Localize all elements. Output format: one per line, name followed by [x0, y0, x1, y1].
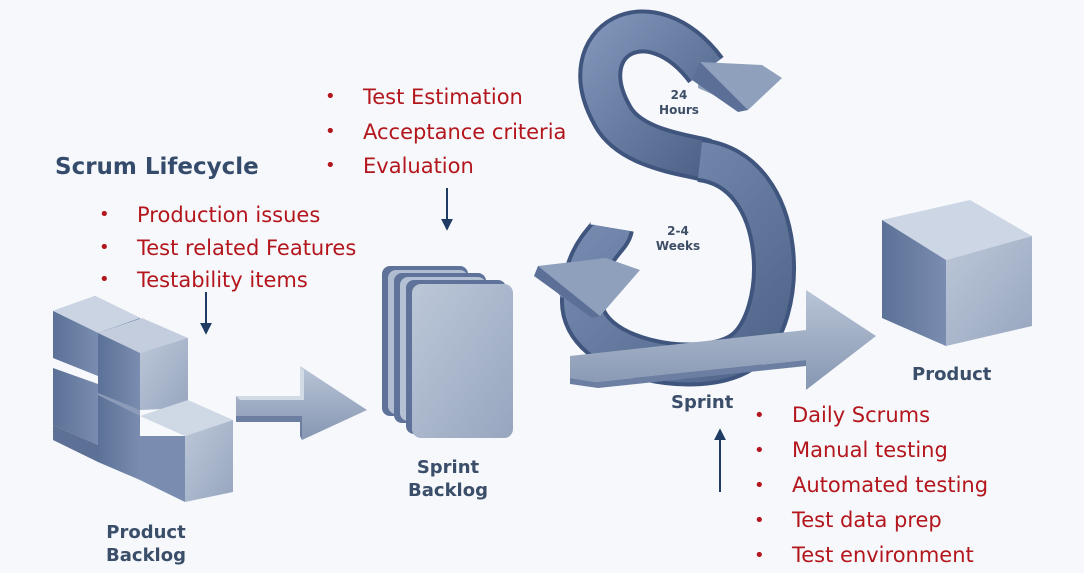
list-item: Daily Scrums	[754, 398, 988, 433]
list-item: Acceptance criteria	[325, 115, 566, 150]
list-item: Test data prep	[754, 503, 988, 538]
sprint-label: Sprint	[671, 392, 733, 413]
hours-label: 24 Hours	[655, 88, 703, 118]
sprint-activities-list: Daily Scrums Manual testing Automated te…	[754, 398, 988, 573]
product-backlog-label: Product Backlog	[98, 521, 194, 567]
list-item: Test Estimation	[325, 80, 566, 115]
diagram-title: Scrum Lifecycle	[55, 154, 259, 180]
list-item: Test environment	[754, 538, 988, 573]
sprint-backlog-cards	[382, 266, 513, 438]
list-item: Test related Features	[99, 232, 356, 265]
product-cube	[882, 200, 1032, 346]
list-item: Evaluation	[325, 149, 566, 184]
lifecycle-list: Production issues Test related Features …	[99, 199, 356, 297]
backlog-to-sprint-arrow	[236, 366, 367, 440]
list-item: Manual testing	[754, 433, 988, 468]
sprint-planning-list: Test Estimation Acceptance criteria Eval…	[325, 80, 566, 184]
product-label: Product	[912, 364, 991, 385]
list-item: Automated testing	[754, 468, 988, 503]
sprint-spiral	[534, 31, 876, 390]
weeks-label: 2-4 Weeks	[654, 224, 702, 254]
list-item: Testability items	[99, 264, 356, 297]
list-item: Production issues	[99, 199, 356, 232]
sprint-backlog-label: Sprint Backlog	[398, 456, 498, 502]
